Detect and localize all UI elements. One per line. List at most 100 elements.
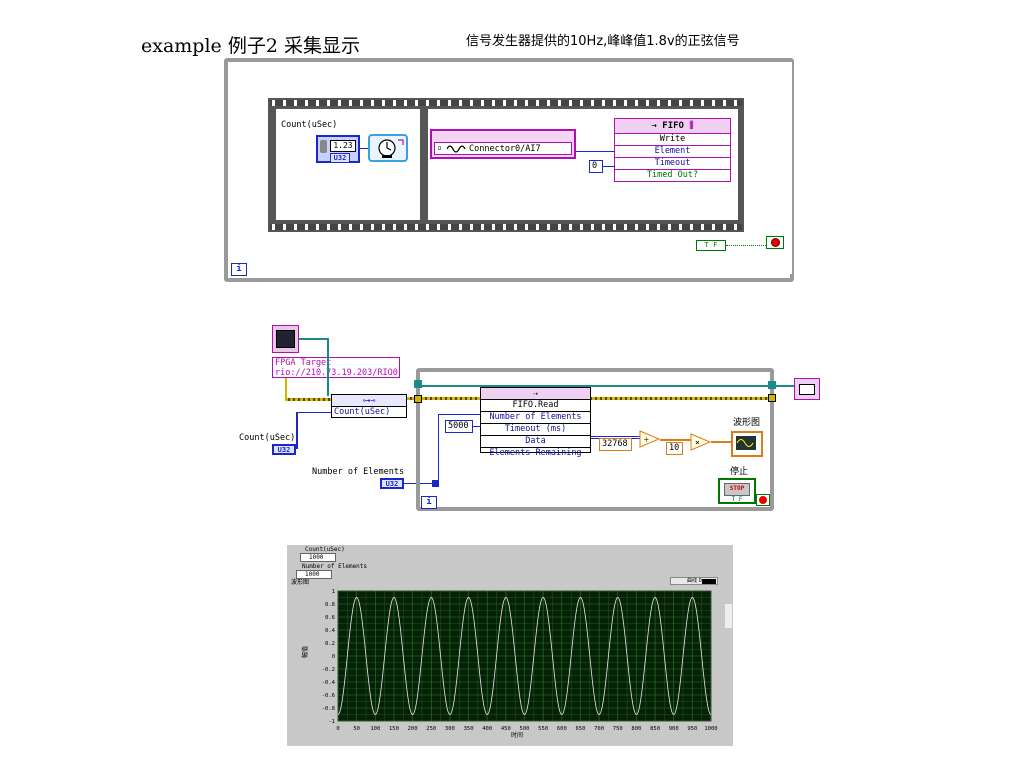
fifo-read-row-number: Number of Elements <box>481 411 590 423</box>
x-tick-label: 100 <box>370 726 380 732</box>
x-tick-label: 200 <box>408 726 418 732</box>
y-tick-label: 0.8 <box>325 602 335 608</box>
wire-count-h <box>296 412 332 413</box>
x-tick-label: 650 <box>575 726 585 732</box>
fifo-read-header-icon: ⇢ <box>481 388 590 399</box>
loop-timer-icon[interactable] <box>368 134 408 162</box>
svg-text:÷: ÷ <box>644 435 649 444</box>
graph-scrollbar[interactable] <box>725 604 732 628</box>
legend-text: 曲线 0 <box>687 578 702 584</box>
wire-timeout-5000 <box>473 426 481 427</box>
wire-error-h <box>285 398 333 401</box>
x-tick-label: 1000 <box>704 726 717 732</box>
fp-count-label: Count(uSec) <box>305 546 345 553</box>
film-top <box>270 100 742 106</box>
fifo-row-element: Element <box>615 145 730 157</box>
stop-button-terminal[interactable]: STOP T F <box>718 478 756 504</box>
y-tick-label: -0.6 <box>322 693 335 699</box>
y-tick-label: 0.2 <box>325 641 335 647</box>
close-fpga-reference-icon[interactable] <box>794 378 820 400</box>
io-node-terminal[interactable]: ▫ Connector0/AI7 <box>434 142 572 155</box>
read-write-control-node[interactable]: ⊶⊸ Count(uSec) <box>331 394 407 418</box>
host-loop-stop-terminal[interactable] <box>756 494 770 506</box>
fpga-chip-icon <box>276 330 295 348</box>
wire-elements-fifo-h <box>438 414 480 415</box>
graph-legend[interactable]: 曲线 0 <box>670 577 718 585</box>
io-node-channel: Connector0/AI7 <box>469 144 541 154</box>
sine-trace <box>337 597 712 715</box>
wire-error-vertical <box>285 378 287 400</box>
wire-count-timer <box>360 148 368 149</box>
x-tick-label: 150 <box>389 726 399 732</box>
fifo-read-timeout-constant[interactable]: 5000 <box>445 420 473 433</box>
fifo-header: ⇢ FIFO ⫼ <box>615 119 730 133</box>
y-tick-label: -1 <box>328 719 335 725</box>
fifo-read-node[interactable]: ⇢ FIFO.Read Number of Elements Timeout (… <box>480 387 591 458</box>
number-of-elements-control[interactable]: U32 <box>380 478 404 489</box>
x-tick-label: 700 <box>594 726 604 732</box>
fpga-target-label: FPGA Target <box>275 358 332 368</box>
wire-ref-top <box>299 338 329 340</box>
stop-tf: T F <box>731 496 743 503</box>
tunnel-error-in <box>414 395 422 403</box>
waveform-graph-terminal[interactable] <box>731 431 763 457</box>
host-while-loop[interactable] <box>416 368 774 511</box>
tunnel-error-out <box>768 394 776 402</box>
legend-swatch-icon <box>702 579 716 584</box>
wire-count-vertical <box>296 412 298 449</box>
count-usec-control[interactable]: 1.23 U32 <box>316 135 360 163</box>
fifo-title: FIFO <box>662 121 684 131</box>
tunnel-ref-in <box>414 380 422 388</box>
fifo-timeout-constant[interactable]: 0 <box>589 160 603 173</box>
y-tick-label: 0.4 <box>325 628 336 634</box>
x-tick-label: 300 <box>445 726 455 732</box>
fifo-row-write: Write <box>615 133 730 145</box>
page-subtitle: 信号发生器提供的10Hz,峰峰值1.8v的正弦信号 <box>466 34 740 49</box>
x-tick-label: 500 <box>520 726 530 732</box>
divisor-constant[interactable]: 32768 <box>599 438 632 451</box>
fp-count-control[interactable]: 1000 <box>300 553 336 562</box>
multiply-function-icon[interactable]: × <box>690 433 712 451</box>
wire-elements-fifo-v <box>438 414 439 484</box>
open-fpga-reference-icon[interactable] <box>272 325 299 353</box>
true-false-constant[interactable]: T F <box>696 240 726 251</box>
x-tick-label: 450 <box>501 726 511 732</box>
fifo-read-row-timeout: Timeout (ms) <box>481 423 590 435</box>
stop-button[interactable]: STOP <box>724 483 750 496</box>
y-tick-label: -0.8 <box>322 706 335 712</box>
count-port: Count(uSec) <box>334 407 391 417</box>
fifo-write-node[interactable]: ⇢ FIFO ⫼ Write Element Timeout Timed Out… <box>614 118 731 182</box>
fpga-io-node[interactable]: ▫ Connector0/AI7 <box>430 129 576 159</box>
x-tick-label: 350 <box>464 726 474 732</box>
x-tick-label: 850 <box>650 726 660 732</box>
increment-arrows-icon <box>320 140 327 153</box>
fifo-bars-icon: ⫼ <box>683 121 694 131</box>
read-write-icon: ⊶⊸ <box>332 395 406 407</box>
page-title: example 例子2 采集显示 <box>141 35 360 57</box>
wire-io-fifo <box>576 151 616 152</box>
loop-stop-terminal[interactable] <box>766 236 784 249</box>
multiplier-constant[interactable]: 10 <box>666 442 683 455</box>
x-tick-label: 800 <box>631 726 641 732</box>
fpga-target-box[interactable]: FPGA Target rio://210.73.19.203/RIO0 <box>272 357 400 378</box>
x-tick-label: 250 <box>426 726 436 732</box>
waveform-graph-label: 波形图 <box>733 418 761 428</box>
stop-label: 停止 <box>730 467 749 477</box>
host-count-control[interactable]: U32 <box>272 444 296 455</box>
count-usec-label: Count(uSec) <box>281 120 338 130</box>
y-axis-label: 幅值 <box>301 646 309 658</box>
host-iteration-terminal: i <box>421 496 437 509</box>
x-tick-label: 750 <box>613 726 623 732</box>
fp-graph-label: 波形图 <box>291 579 310 586</box>
fp-elements-control[interactable]: 1000 <box>296 570 332 579</box>
fifo-read-row-remaining: Elements Remaining <box>481 447 590 459</box>
fifo-arrow-icon: ⇢ <box>651 121 663 131</box>
wire-elements-in <box>404 483 420 484</box>
y-tick-label: -0.2 <box>322 667 335 673</box>
io-error-icon: ▫ <box>437 143 442 152</box>
film-bottom <box>270 224 742 230</box>
sequence-frame-1 <box>276 109 420 220</box>
wire-divided <box>660 439 692 441</box>
divide-function-icon[interactable]: ÷ <box>639 430 661 448</box>
